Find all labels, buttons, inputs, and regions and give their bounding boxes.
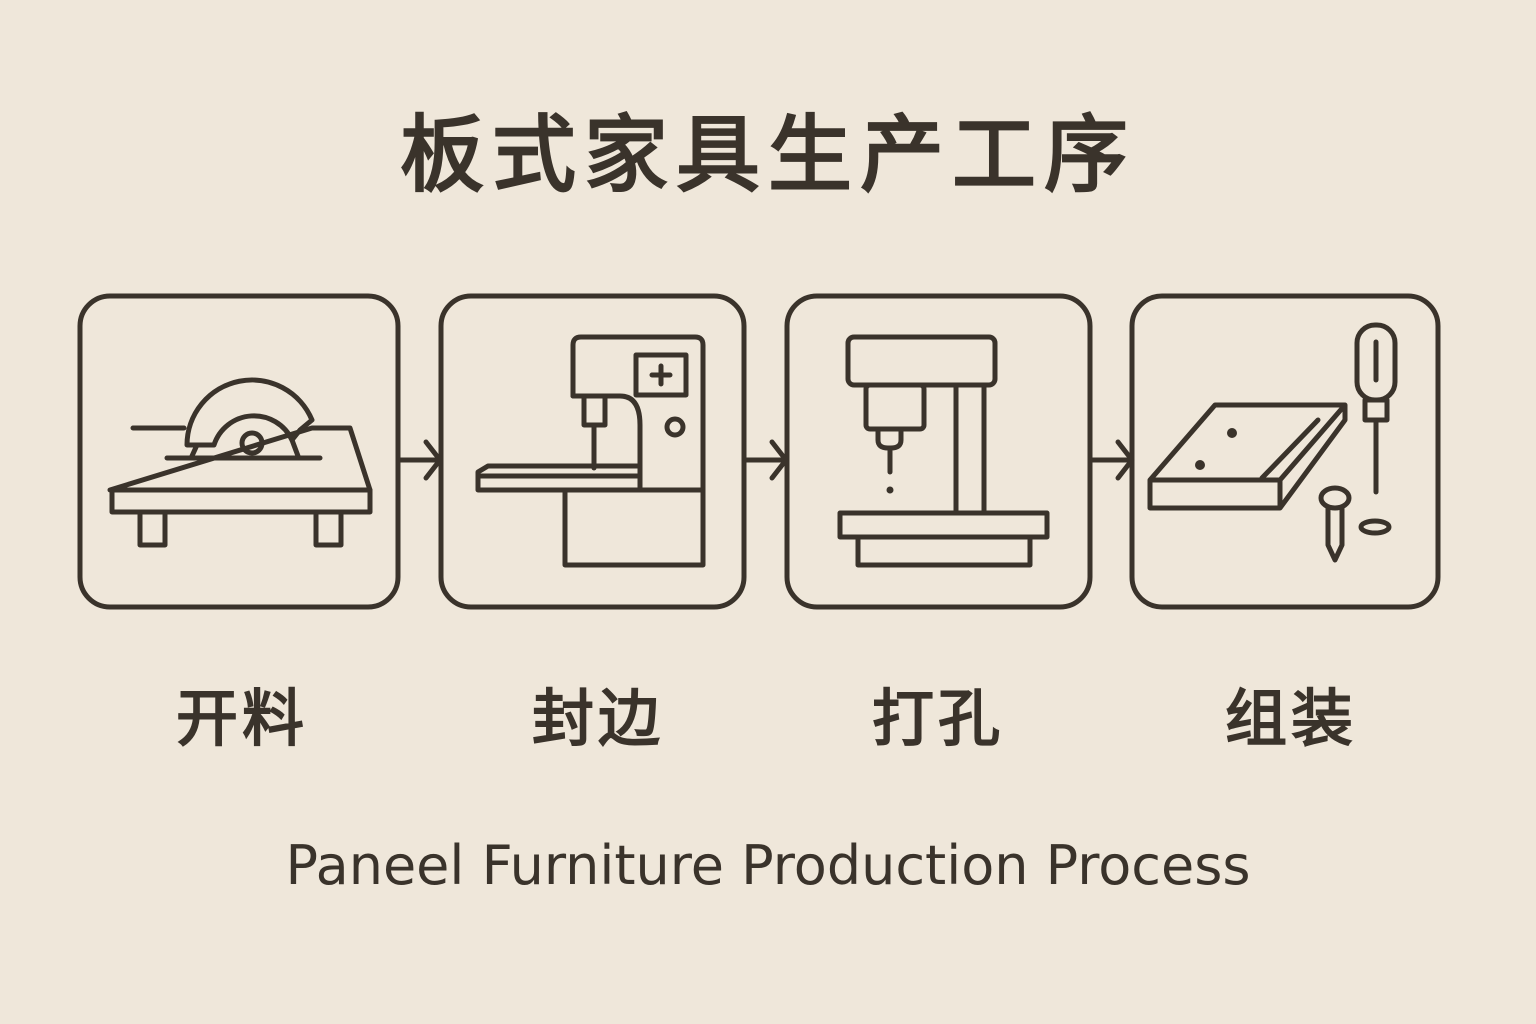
arrow-icon	[395, 439, 443, 481]
table-saw-icon	[107, 377, 373, 548]
assembly-board-screw-icon	[1147, 322, 1398, 563]
step-box-cutting	[77, 293, 401, 610]
arrow-icon	[741, 439, 789, 481]
step-label-cutting: 开料	[175, 682, 308, 755]
drill-press-icon	[837, 334, 1050, 568]
step-box-edge-banding	[438, 293, 747, 610]
edge-banding-machine-icon	[475, 334, 706, 568]
step-box-assembly	[1129, 293, 1441, 610]
step-box-drilling	[784, 293, 1093, 610]
arrow-icon	[1087, 439, 1135, 481]
english-subtitle: Paneel Furniture Production Process	[285, 834, 1251, 897]
page-title: 板式家具生产工序	[399, 106, 1136, 204]
step-label-drilling: 打孔	[871, 682, 1004, 755]
step-label-edge-banding: 封边	[531, 682, 664, 755]
step-label-assembly: 组装	[1224, 682, 1357, 755]
